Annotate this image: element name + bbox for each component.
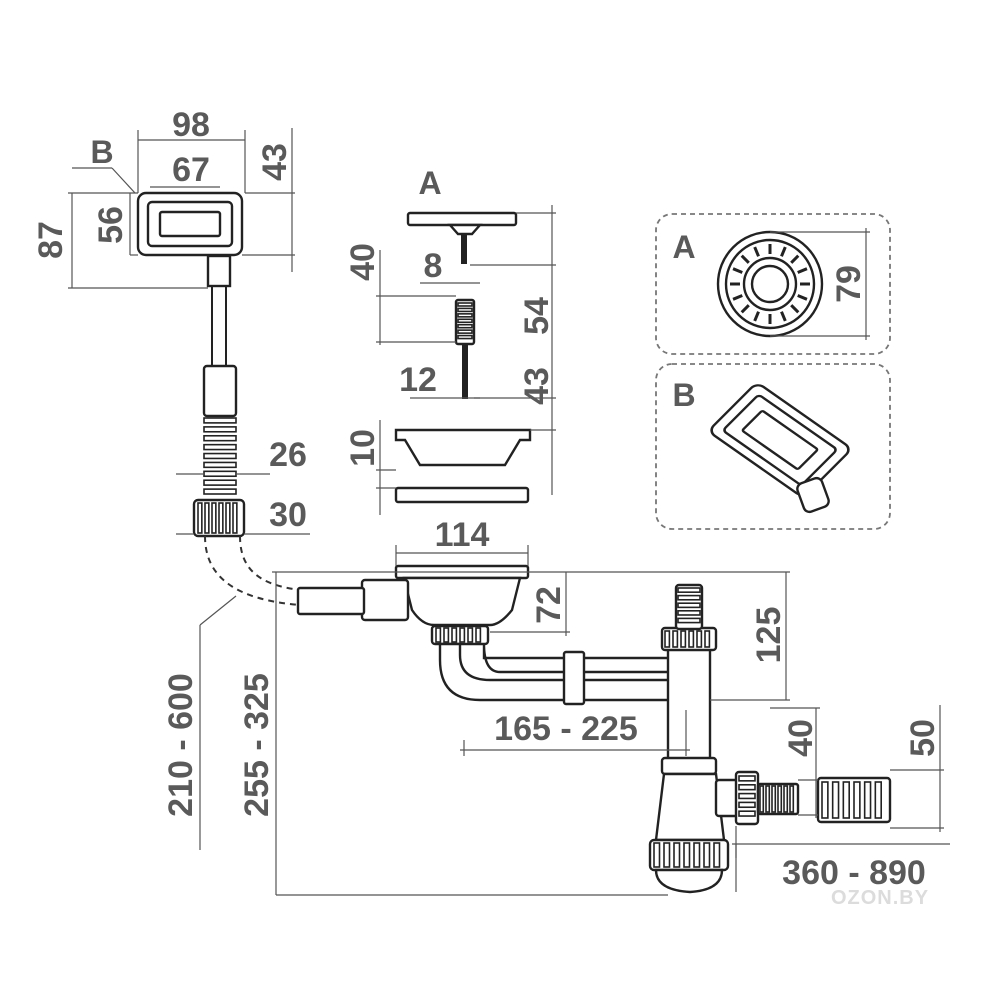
outlet-nut-ribs <box>435 627 482 643</box>
detail-a-grate-slots <box>730 244 810 324</box>
dim-telescopic-range: 360 - 890 <box>782 854 926 892</box>
dim-total-height-range: 255 - 325 <box>238 673 276 817</box>
strainer-assembly <box>394 211 532 504</box>
label-part-b-callout: B <box>90 134 113 170</box>
dim-overflow-top: 43 <box>256 143 294 181</box>
dim-horizontal-range: 165 - 225 <box>494 710 638 748</box>
dim-detail-a-dia: 79 <box>830 265 868 303</box>
dim-strainer-plate: 40 <box>344 243 382 281</box>
dimension-labels: 98 67 B 43 87 56 26 30 A 40 8 54 12 43 1… <box>32 106 942 909</box>
dim-overflow-width: 98 <box>172 106 210 144</box>
dim-outlet-pipe-large: 50 <box>904 719 942 757</box>
dim-bowl-depth: 72 <box>530 586 568 624</box>
overflow-hose-corrugation <box>203 417 237 495</box>
overflow-assembly <box>136 191 301 606</box>
top-nipple-ribs <box>677 587 701 624</box>
screw-threads <box>457 302 473 340</box>
dim-hose-outer: 30 <box>269 496 307 534</box>
siphon-body <box>296 564 892 894</box>
dim-overflow-hose-range: 210 - 600 <box>162 673 200 817</box>
dim-screw-dia: 8 <box>424 247 443 285</box>
dim-hose-inner: 26 <box>269 436 307 474</box>
bottom-nut-ribs <box>653 842 721 868</box>
detail-b-label: B <box>672 377 695 413</box>
dim-screw-pin: 12 <box>399 361 437 399</box>
strainer-dimension-lines <box>376 205 556 515</box>
dim-outlet-pipe-small: 40 <box>782 719 820 757</box>
siphon-dimension-lines <box>199 545 950 896</box>
side-nut-ribs <box>738 775 756 817</box>
label-part-a-callout: A <box>418 165 441 201</box>
outlet-thread-ribs <box>759 785 795 813</box>
dim-overflow-total-height: 87 <box>32 221 70 259</box>
overflow-nut-ribs <box>197 502 238 534</box>
watermark: OZON.BY <box>831 887 929 909</box>
riser-nut-ribs <box>664 630 711 648</box>
dim-outlet-dia: 114 <box>435 516 490 554</box>
dim-overflow-inner-width: 67 <box>172 151 210 189</box>
overflow-dimension-lines <box>68 128 310 535</box>
dim-screw-len: 54 <box>518 297 556 335</box>
dim-overflow-height: 56 <box>92 206 130 244</box>
detail-frame-b <box>655 363 891 530</box>
outlet-pipe-ribs <box>821 781 882 819</box>
detail-frame-a <box>655 213 891 355</box>
dim-strainer-depth: 43 <box>518 367 556 405</box>
dim-basket-height: 10 <box>344 429 382 467</box>
detail-a-label: A <box>672 229 695 265</box>
dim-trap-height: 125 <box>750 607 788 664</box>
